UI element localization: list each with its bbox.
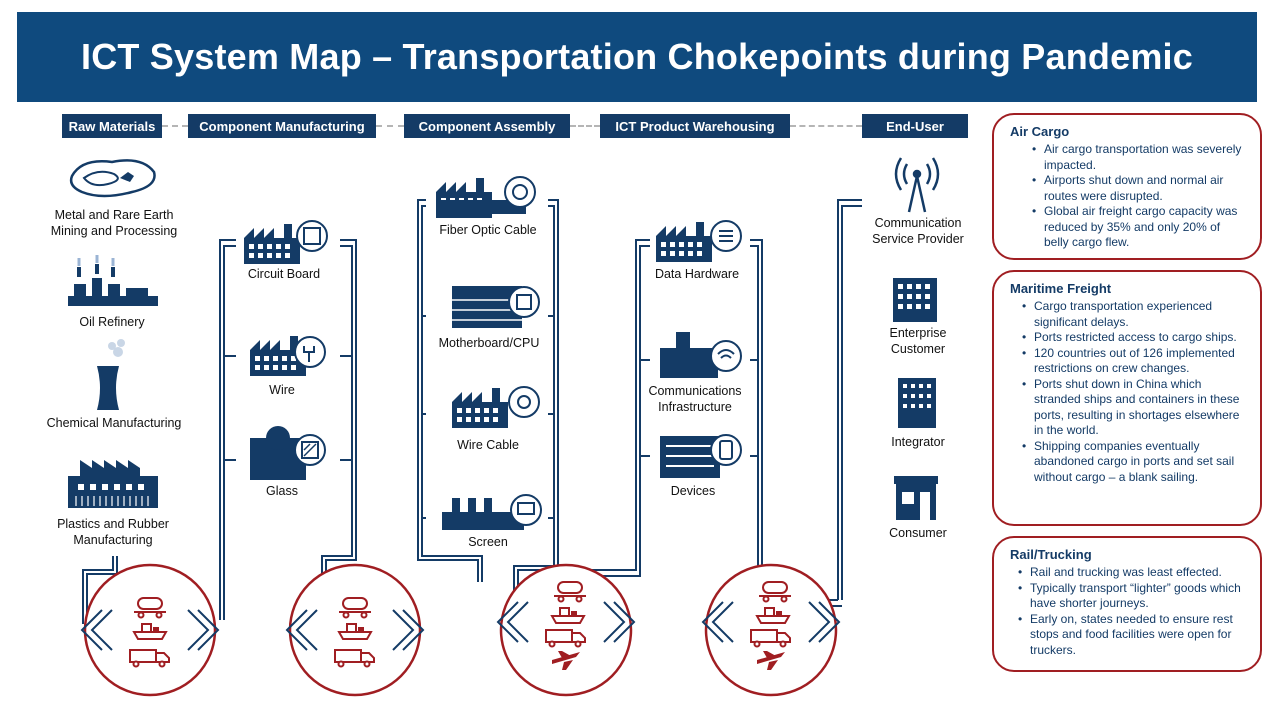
- page-title: ICT System Map – Transportation Chokepoi…: [81, 36, 1193, 77]
- consumer-shop-icon: [894, 476, 938, 520]
- panel-item: Rail and trucking was least effected.: [1018, 565, 1246, 581]
- panel-maritime-freight: Maritime Freight Cargo transportation ex…: [992, 270, 1262, 526]
- chokepoint-circle-3: [497, 563, 635, 697]
- motherboard-factory-icon: [452, 286, 540, 328]
- integrator-building-icon: [898, 378, 936, 428]
- glass-factory-icon: [250, 426, 326, 480]
- label-plastics-rubber: Plastics and Rubber Manufacturing: [57, 517, 169, 547]
- label-wire-cable: Wire Cable: [457, 438, 519, 452]
- panel-rail-trucking: Rail/Trucking Rail and trucking was leas…: [992, 536, 1262, 672]
- label-fiber-optic-cable: Fiber Optic Cable: [439, 223, 537, 237]
- label-data-hardware: Data Hardware: [654, 267, 740, 281]
- panel-item: Typically transport “lighter” goods whic…: [1018, 581, 1246, 612]
- title-banner: ICT System Map – Transportation Chokepoi…: [17, 12, 1257, 102]
- mining-icon: [69, 159, 156, 198]
- panel-item: Air cargo transportation was severely im…: [1032, 142, 1246, 173]
- panel-maritime-title: Maritime Freight: [1010, 281, 1112, 296]
- label-circuit-board: Circuit Board: [247, 267, 321, 281]
- panel-item: Early on, states needed to ensure rest s…: [1018, 612, 1246, 659]
- system-map-graphic: [68, 157, 940, 697]
- label-chemical-manufacturing: Chemical Manufacturing: [46, 416, 182, 430]
- label-communications-infrastructure: Communications Infrastructure: [648, 384, 742, 414]
- label-wire: Wire: [269, 383, 295, 397]
- label-consumer: Consumer: [889, 526, 947, 540]
- label-glass: Glass: [266, 484, 298, 498]
- chokepoint-circle-4: [702, 563, 840, 697]
- stage-raw-materials: Raw Materials: [62, 114, 162, 138]
- panel-item: Airports shut down and normal air routes…: [1032, 173, 1246, 204]
- panel-item: Ports restricted access to cargo ships.: [1022, 330, 1246, 346]
- wire-factory-icon: [250, 336, 326, 376]
- stage-connector: [376, 125, 404, 127]
- stage-component-manufacturing: Component Manufacturing: [188, 114, 376, 138]
- data-hardware-icon: [656, 220, 742, 262]
- label-integrator: Integrator: [891, 435, 945, 449]
- chokepoint-circle-2: [286, 563, 424, 697]
- panel-rail-title: Rail/Trucking: [1010, 547, 1092, 562]
- stage-component-assembly: Component Assembly: [404, 114, 570, 138]
- chokepoint-circle-1: [81, 563, 219, 697]
- stage-ict-product-warehousing: ICT Product Warehousing: [600, 114, 790, 138]
- plastics-factory-icon: [68, 460, 158, 508]
- panel-item: 120 countries out of 126 implemented res…: [1022, 346, 1246, 377]
- label-oil-refinery: Oil Refinery: [79, 315, 145, 329]
- label-screen: Screen: [468, 535, 508, 549]
- wire-cable-factory-icon: [452, 386, 540, 428]
- panel-item: Cargo transportation experienced signifi…: [1022, 299, 1246, 330]
- cooling-tower-icon: [97, 339, 125, 410]
- panel-air-cargo: Air Cargo Air cargo transportation was s…: [992, 113, 1262, 260]
- label-devices: Devices: [670, 484, 716, 498]
- screen-factory-icon: [442, 494, 542, 530]
- label-motherboard-cpu: Motherboard/CPU: [438, 336, 540, 350]
- panel-item: Global air freight cargo capacity was re…: [1032, 204, 1246, 251]
- panel-item: Shipping companies eventually abandoned …: [1022, 439, 1246, 486]
- stage-connector: [570, 125, 600, 127]
- communications-infrastructure-icon: [660, 332, 742, 378]
- stage-end-user: End-User: [862, 114, 968, 138]
- fiber-optic-factory-icon: [436, 176, 536, 218]
- devices-icon: [660, 434, 742, 478]
- label-communication-service-provider: Communication Service Provider: [872, 216, 964, 246]
- label-enterprise-customer: Enterprise Customer: [889, 326, 947, 356]
- enterprise-building-icon: [893, 278, 937, 322]
- antenna-icon: [894, 157, 940, 213]
- oil-refinery-icon: [68, 255, 158, 306]
- circuit-board-icon: [244, 220, 328, 264]
- panel-air-cargo-title: Air Cargo: [1010, 124, 1070, 139]
- label-mining: Metal and Rare Earth Mining and Processi…: [50, 208, 178, 238]
- stage-connector: [790, 125, 862, 127]
- stage-connector: [162, 125, 188, 127]
- panel-item: Ports shut down in China which stranded …: [1022, 377, 1246, 439]
